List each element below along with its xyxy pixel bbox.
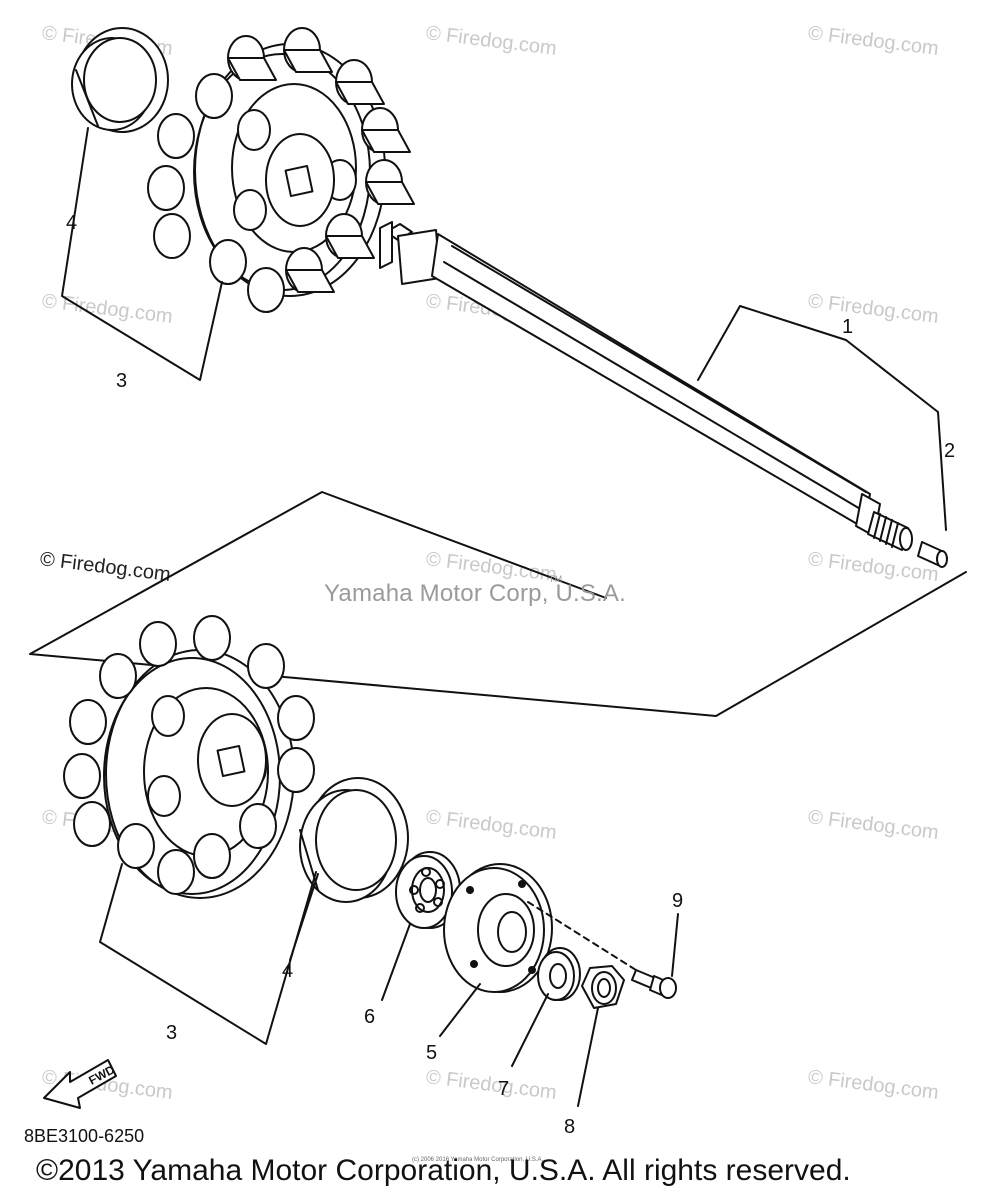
fwd-arrow-icon <box>43 1059 117 1109</box>
sprocket-top <box>147 27 415 313</box>
callout-3-top: 3 <box>116 370 128 392</box>
bearing-flange <box>443 863 553 993</box>
callout-9: 9 <box>672 890 684 912</box>
leader-2 <box>845 339 947 531</box>
callout-5: 5 <box>426 1042 438 1064</box>
manufacturer-credit: Yamaha Motor Corp, U.S.A. TM <box>324 574 646 608</box>
bearing <box>395 851 461 929</box>
sprocket-bottom <box>63 615 315 899</box>
spacer-collar-bottom <box>299 777 409 903</box>
trademark-mark: TM <box>548 574 563 584</box>
flange-bolt <box>631 969 677 999</box>
callout-6: 6 <box>364 1006 376 1028</box>
leader-1 <box>697 305 847 381</box>
callout-4-top: 4 <box>66 212 78 234</box>
spacer-collar-top <box>71 27 169 133</box>
callout-7: 7 <box>498 1078 510 1100</box>
leader-3a <box>61 127 223 381</box>
group-outline <box>29 491 967 717</box>
callout-4-bottom: 4 <box>282 960 294 982</box>
diagram-code: 8BE3100-6250 <box>24 1126 145 1146</box>
copyright-footer: ©2013 Yamaha Motor Corporation, U.S.A. A… <box>36 1154 851 1187</box>
end-plug <box>917 541 948 568</box>
callout-2: 2 <box>944 440 956 462</box>
credit-text: Yamaha Motor Corp, U.S.A. <box>324 580 626 607</box>
washer <box>537 947 581 1001</box>
drive-shaft <box>379 221 913 551</box>
callout-3-bottom: 3 <box>166 1022 178 1044</box>
fine-print-notice: (c) 2006 2016 Yamaha Motor Corporation, … <box>412 1157 544 1163</box>
callout-1: 1 <box>842 316 854 338</box>
callout-8: 8 <box>564 1116 576 1138</box>
hex-nut <box>581 965 625 1009</box>
